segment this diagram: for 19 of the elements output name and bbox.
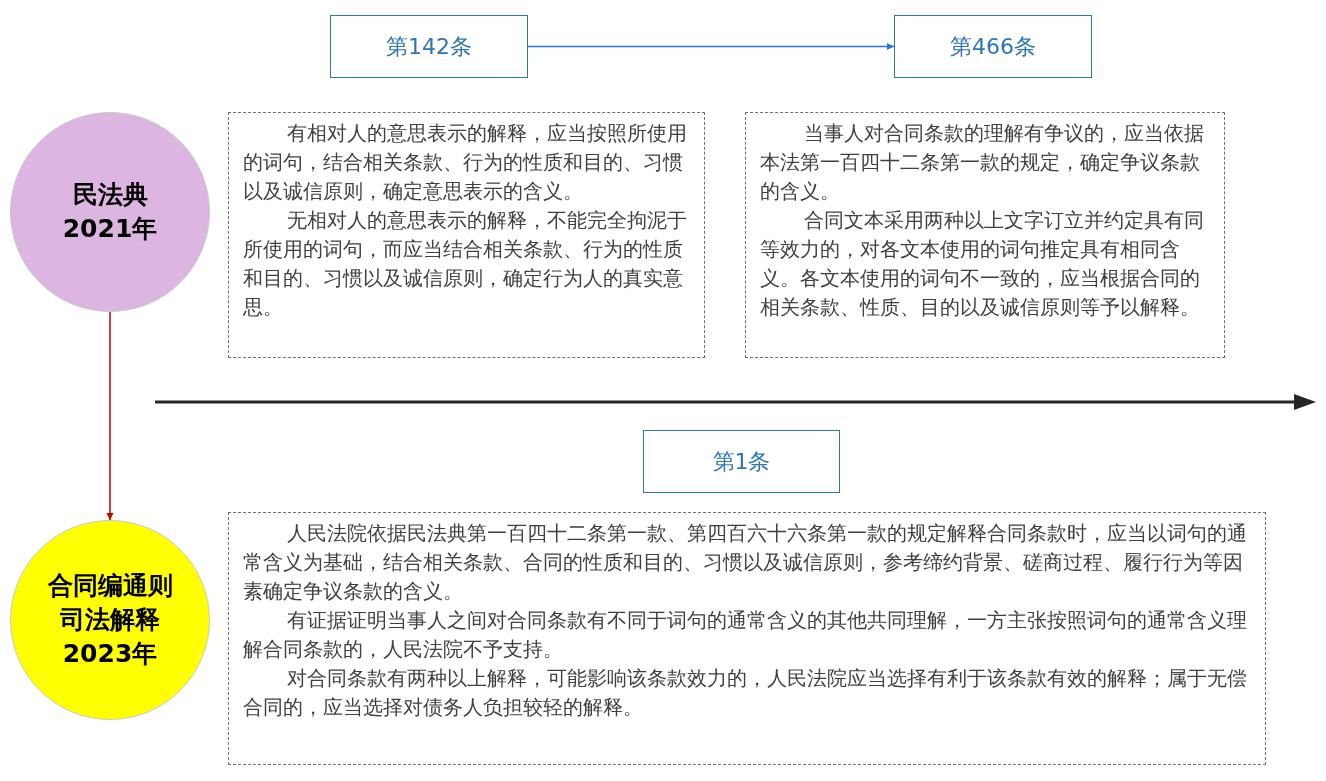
paragraph: 合同文本采用两种以上文字订立并约定具有同等效力的，对各文本使用的词句推定具有相同含义。各文本使用的词句不一致的，应当根据合同的相关条款、性质、目的以及诚信原则等予以解释。	[760, 207, 1205, 321]
text-box	[228, 112, 705, 358]
text-box	[745, 112, 1225, 358]
text-box	[228, 512, 1266, 765]
article-box: 第142条	[330, 15, 528, 78]
circle-label: 2023年	[61, 638, 159, 670]
paragraph: 有相对人的意思表示的解释，应当按照所使用的词句，结合相关条款、行为的性质和目的、习惯以及诚信原则，确定意思表示的含义。	[243, 120, 688, 205]
paragraph: 对合同条款有两种以上解释，可能影响该条款效力的，人民法院应当选择有利于该条款有效的解释；属于无偿合同的，应当选择对债务人负担较轻的解释。	[243, 665, 1248, 721]
paragraph: 有证据证明当事人之间对合同条款有不同于词句的通常含义的其他共同理解，一方主张按照词句的通常含义理解合同条款的，人民法院不予支持。	[243, 607, 1248, 663]
article-box: 第1条	[643, 430, 840, 493]
arrow	[527, 42, 895, 51]
paragraph: 当事人对合同条款的理解有争议的，应当依据本法第一百四十二条第一款的规定，确定争议条款的含义。	[760, 120, 1205, 205]
circle-label: 合同编通则司法解释	[46, 570, 174, 636]
paragraph: 无相对人的意思表示的解释，不能完全拘泥于所使用的词句，而应当结合相关条款、行为的性质和目的、习惯以及诚信原则，确定行为人的真实意思。	[243, 207, 688, 321]
circle-label: 民法典	[72, 179, 148, 211]
arrow	[106, 311, 114, 521]
article-box: 第466条	[894, 15, 1092, 78]
paragraph: 人民法院依据民法典第一百四十二条第一款、第四百六十六条第一款的规定解释合同条款时，应当以词句的通常含义为基础，结合相关条款、合同的性质和目的、习惯以及诚信原则，参考缔约背景、磋商过程、履行行为等因素确定争议条款的含义。	[243, 520, 1248, 605]
circle-label: 2021年	[62, 213, 158, 245]
